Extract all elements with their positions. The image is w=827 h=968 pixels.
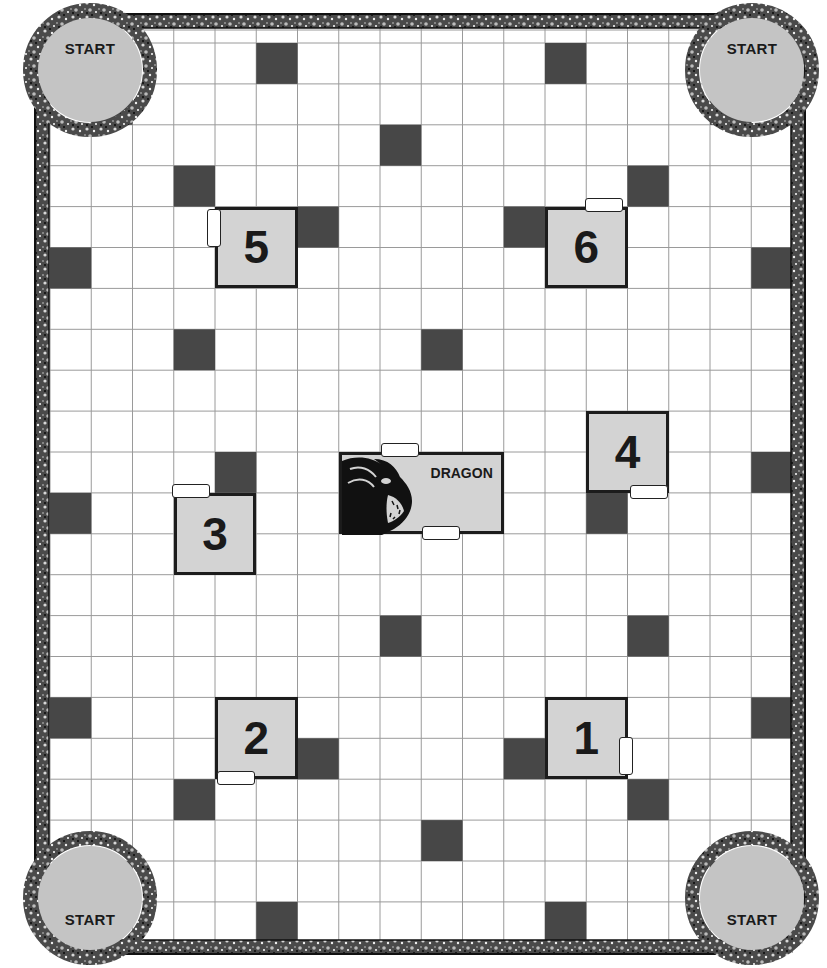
start-space: START — [700, 846, 804, 950]
room-number: 5 — [243, 224, 269, 270]
room-number: 2 — [243, 715, 269, 761]
room-number: 6 — [573, 224, 599, 270]
door — [217, 771, 255, 785]
room-tile: 6 — [545, 207, 628, 289]
start-space: START — [700, 18, 804, 122]
room-tile: 4 — [586, 411, 669, 493]
room-tile: 5 — [215, 207, 298, 289]
dragon-lair: DRAGON — [339, 452, 504, 534]
start-label: START — [65, 40, 115, 57]
room-number: 3 — [202, 511, 228, 557]
door — [585, 198, 623, 212]
room-number: 4 — [615, 429, 641, 475]
door — [381, 443, 419, 457]
dark-squares — [50, 43, 793, 943]
grid-lines — [40, 23, 803, 953]
door — [207, 209, 221, 247]
start-label: START — [727, 911, 777, 928]
lair-label: DRAGON — [431, 465, 493, 481]
room-number: 1 — [573, 715, 599, 761]
door — [422, 526, 460, 540]
dragon-head — [342, 455, 416, 535]
door — [172, 484, 210, 498]
door — [630, 485, 668, 499]
room-tile: 2 — [215, 697, 298, 779]
door — [619, 737, 633, 775]
room-tile: 3 — [174, 493, 257, 575]
start-label: START — [727, 40, 777, 57]
start-space: START — [38, 846, 142, 950]
start-label: START — [65, 911, 115, 928]
room-tile: 1 — [545, 697, 628, 779]
stone-frame — [30, 10, 812, 958]
start-space: START — [38, 18, 142, 122]
